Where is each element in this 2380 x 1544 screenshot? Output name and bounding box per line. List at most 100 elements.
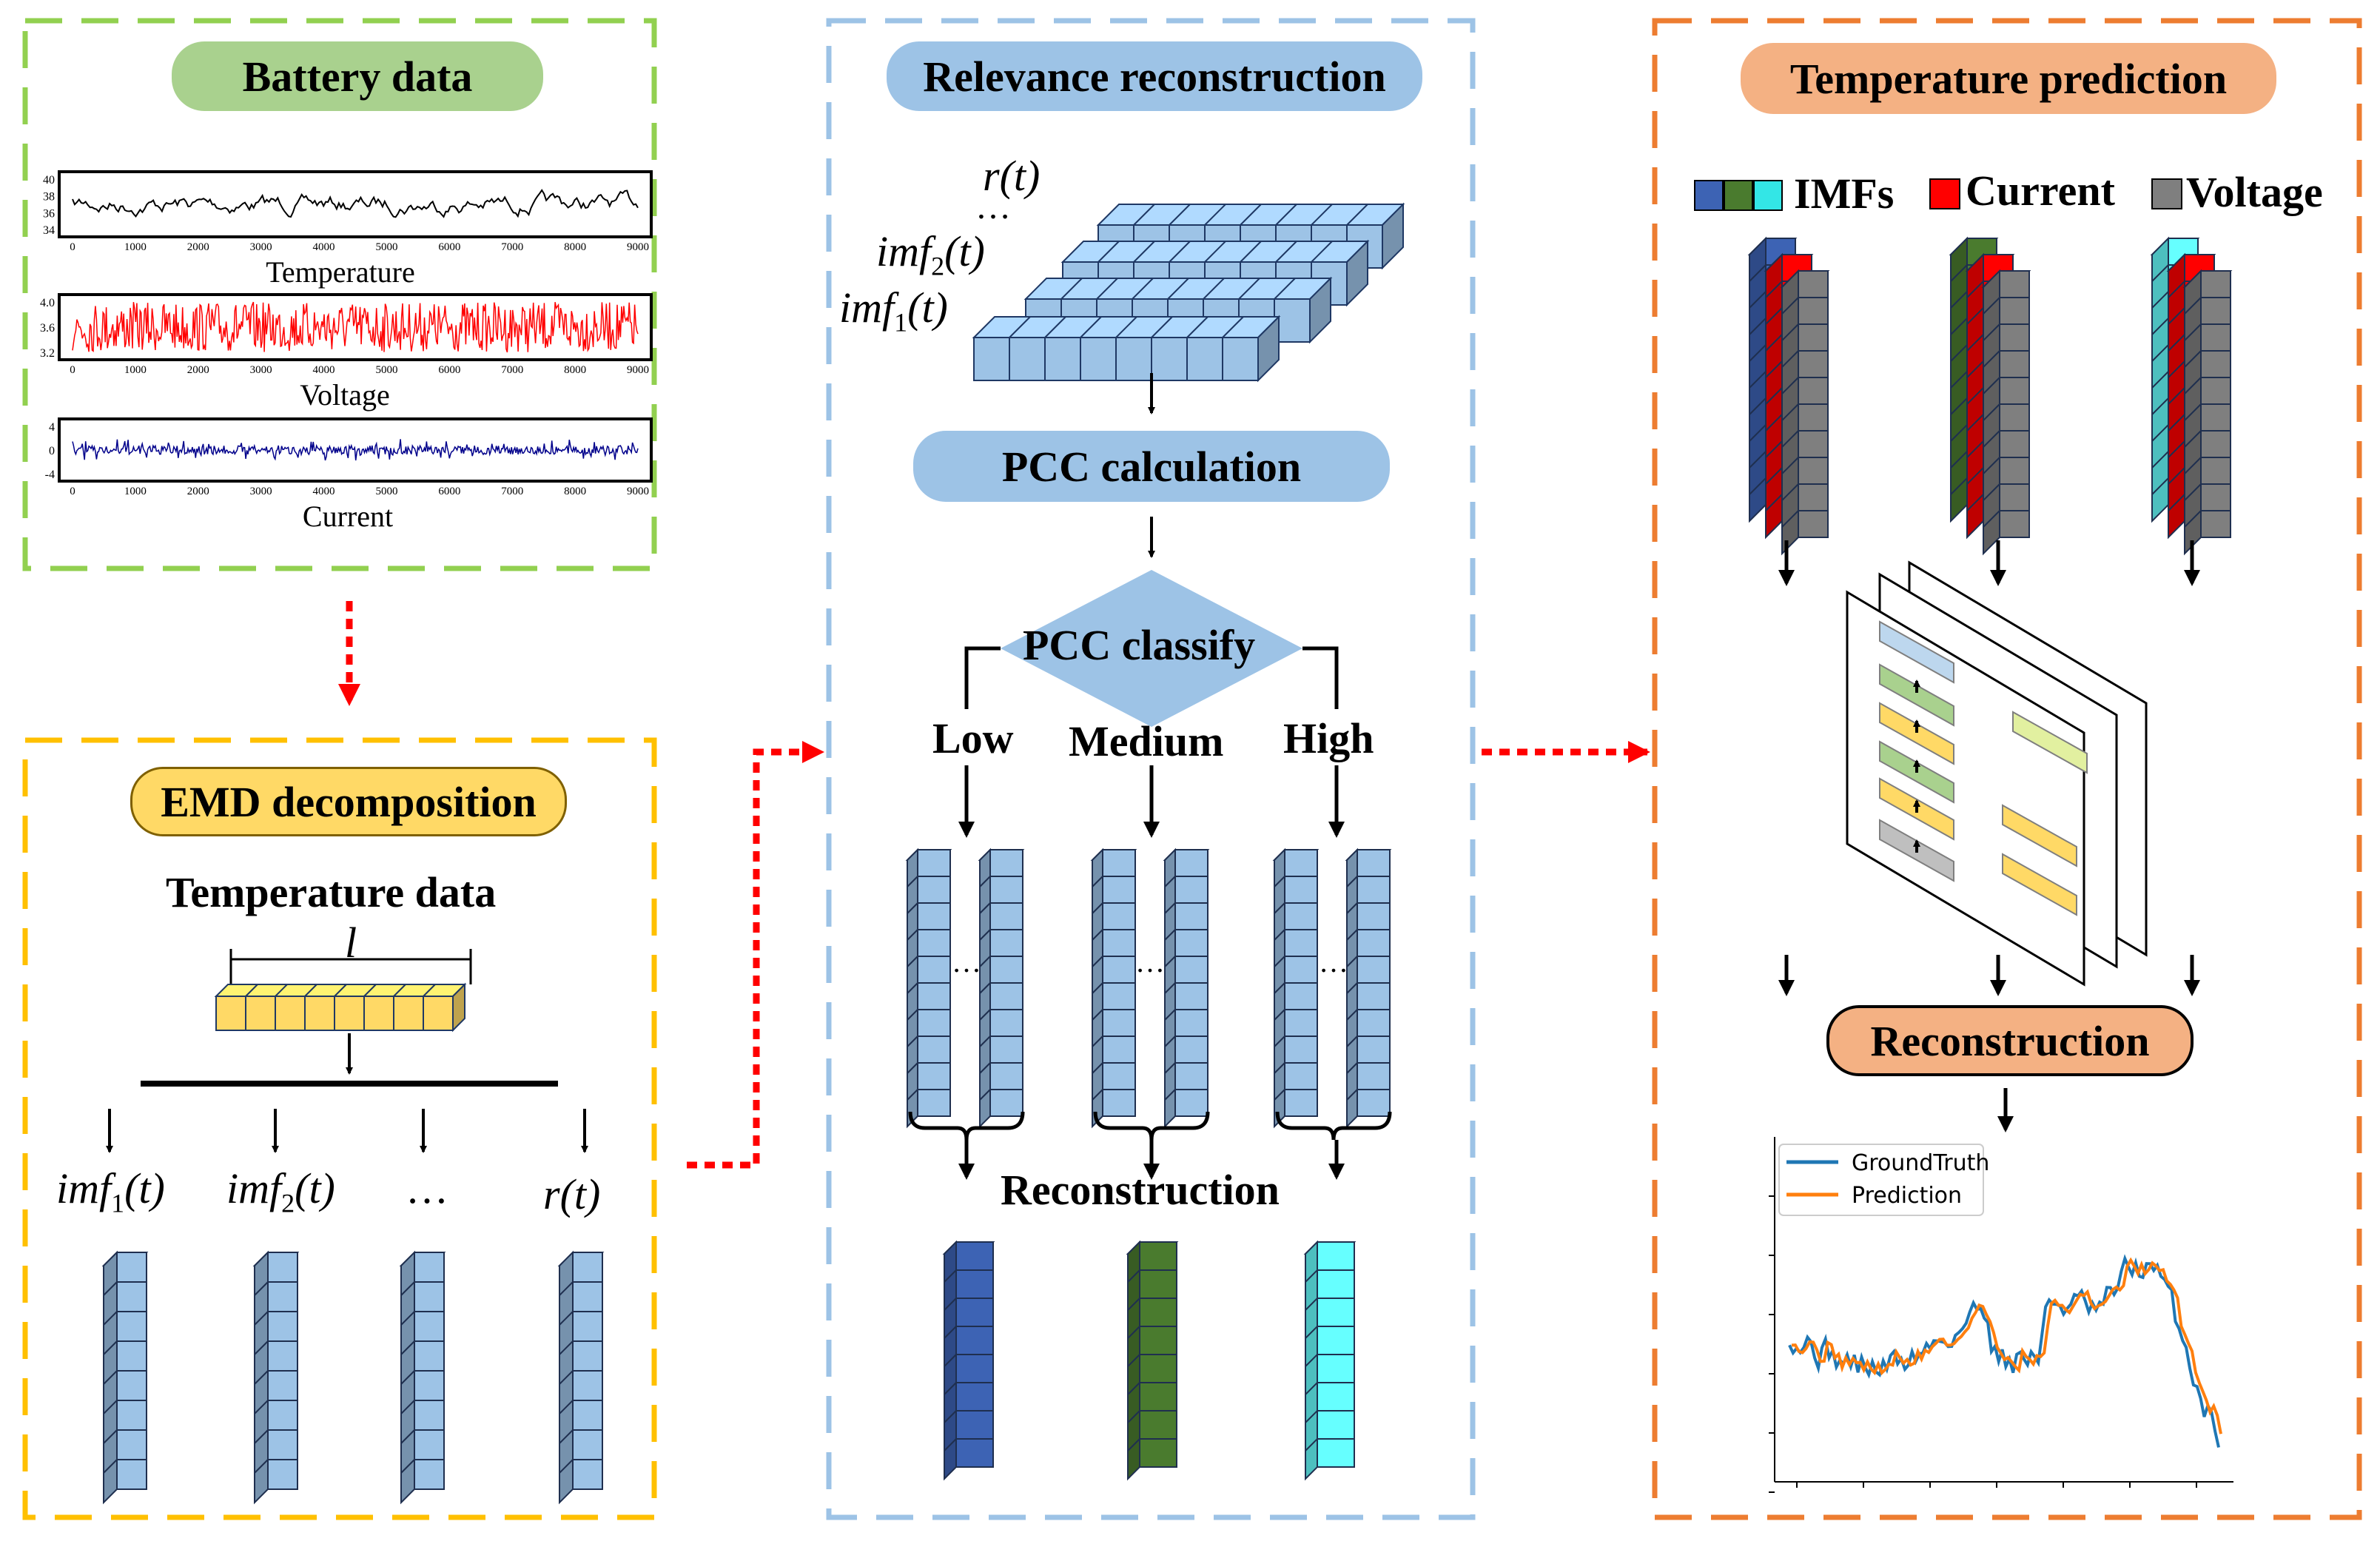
ellipsis-low: …: [952, 945, 981, 979]
emd-component-bar-3-side-divider: [559, 1340, 574, 1355]
relevance-stack-bar-2-top-divider: [1132, 278, 1154, 300]
input-current-column-2-side-divider: [2168, 387, 2185, 405]
emd-component-bar-0-side-divider: [103, 1311, 118, 1326]
reconstructed-bar-imf1-side-divider: [944, 1382, 957, 1395]
emd-component-bar-2-side-divider: [400, 1311, 415, 1326]
emd-comp2-base: imf: [226, 1164, 282, 1212]
input-current-column-2-side-divider: [2168, 281, 2185, 298]
emd-component-label-1: imf1(t): [56, 1164, 165, 1219]
class-group-0-right-side-divider: [979, 1009, 991, 1021]
signal-chart-ytick: 3.6: [40, 322, 55, 335]
emd-graphics-group: [101, 949, 605, 1505]
emd-component-bar-0-side-divider: [103, 1340, 118, 1355]
relevance-stack-bar-1-top-divider: [1240, 241, 1262, 263]
input-current-column-2-side-divider: [2168, 494, 2185, 511]
relevance-stack-bar-3-top-divider: [1044, 316, 1066, 338]
input-imf-column-1-side-divider: [1950, 371, 1968, 389]
input-current-column-0-side-divider: [1765, 334, 1783, 352]
pcc-classify-label: PCC classify: [1023, 621, 1256, 669]
emd-component-bar-1-side-divider: [254, 1459, 269, 1474]
signal-chart-xtick: 7000: [501, 241, 523, 253]
input-voltage-column-0-side-divider: [1781, 377, 1799, 395]
class-group-1-right-side-divider: [1164, 1089, 1176, 1101]
signal-chart-xtick: 6000: [438, 241, 460, 253]
signal-chart-xtick: 7000: [501, 486, 523, 497]
model-block-2: [1879, 702, 1954, 765]
input-current-column-0-side-divider: [1765, 414, 1783, 432]
class-low-label: Low: [932, 714, 1014, 762]
reconstructed-bar-imf1-side-divider: [944, 1410, 957, 1423]
reconstructed-bar-imf2-side-divider: [1127, 1382, 1140, 1395]
signal-chart-ytick: 36: [43, 207, 55, 220]
class-group-0-left-side-divider: [907, 1036, 918, 1047]
input-current-column-2-side-divider: [2168, 440, 2185, 458]
temperature-data-bar-top-divider: [393, 984, 406, 997]
stack-imf2-base: imf: [876, 227, 932, 275]
relevance-stack-bar-1-top-divider: [1204, 241, 1226, 263]
input-voltage-column-0-side-divider: [1781, 403, 1799, 421]
emd-component-bar-1-side-divider: [254, 1311, 269, 1326]
signal-chart-xtick: 5000: [375, 364, 397, 376]
relevance-stack-bar-0-top-divider: [1240, 204, 1262, 226]
class-group-0-left-side-divider: [907, 1009, 918, 1021]
signal-chart-xtick: 1000: [124, 241, 147, 253]
class-group-0-right-side-divider: [979, 982, 991, 994]
class-group-1-left-side-divider: [1092, 982, 1103, 994]
input-imf-column-0-side-divider: [1749, 291, 1766, 309]
length-label: l: [345, 919, 357, 967]
signal-chart-xtick: 4000: [313, 364, 335, 376]
input-imf-column-1-side-divider: [1950, 477, 1968, 495]
signal-chart-xtick: 4000: [313, 241, 335, 253]
input-current-column-2-side-divider: [2168, 360, 2185, 378]
signal-chart-xtick: 7000: [501, 364, 523, 376]
input-voltage-column-0-side-divider: [1781, 457, 1799, 474]
class-group-0-right-side-divider: [979, 1062, 991, 1074]
relevance-stack-bar-2-top-divider: [1167, 278, 1189, 300]
relevance-stack-bar-0-top-divider: [1133, 204, 1155, 226]
input-voltage-column-1-side-divider: [1983, 510, 2000, 528]
class-group-2-right-side-divider: [1346, 902, 1358, 914]
input-current-column-1-side-divider: [1966, 307, 1984, 325]
relevance-stack-bar-2-top-divider: [1060, 278, 1083, 300]
relevance-stack-bar-1-top-divider: [1097, 241, 1120, 263]
relevance-stack-bar-3-top-divider: [1151, 316, 1173, 338]
relevance-stack-bar-0-top-divider: [1204, 204, 1226, 226]
relevance-stack-bar-3-top-divider: [1009, 316, 1031, 338]
emd-comp4-arg: (t): [559, 1170, 601, 1218]
input-voltage-column-1-side-divider: [1983, 483, 2000, 501]
emd-component-bar-3-side-divider: [559, 1459, 574, 1474]
input-current-column-2-side-divider: [2168, 414, 2185, 432]
signal-chart-xtick: 8000: [564, 241, 586, 253]
stack-imf2-arg: (t): [944, 227, 985, 275]
reconstructed-bar-imf2-side-divider: [1127, 1438, 1140, 1451]
input-voltage-column-1-side-divider: [1983, 430, 2000, 448]
emd-component-bar-0-side-divider: [103, 1370, 118, 1385]
chart-label-temperature: Temperature: [266, 255, 415, 289]
temperature-data-label: Temperature data: [166, 868, 497, 916]
signal-chart-ytick: 0: [49, 445, 55, 457]
input-current-column-0-side-divider: [1765, 281, 1783, 298]
class-group-2-left-side-divider: [1274, 1009, 1285, 1021]
input-current-column-0-side-divider: [1765, 360, 1783, 378]
relevance-stack-bar-3-top-divider: [1222, 316, 1244, 338]
class-group-2-left-side-divider: [1274, 902, 1285, 914]
relevance-stack-bar-1-top-divider: [1311, 241, 1333, 263]
class-group-1-left-side-divider: [1092, 956, 1103, 967]
model-block-0: [1879, 620, 1954, 684]
input-voltage-column-2-side-divider: [2184, 403, 2202, 421]
legend-imfs-swatch-0: [1694, 180, 1724, 211]
model-block-1: [1879, 663, 1954, 727]
emd-component-bar-3-side-divider: [559, 1400, 574, 1414]
input-current-column-1-side-divider: [1966, 414, 1984, 432]
stack-label-imf2: imf2(t): [876, 226, 985, 282]
signal-chart-xtick: 8000: [564, 364, 586, 376]
signal-chart-ytick: 4: [49, 421, 55, 434]
class-group-0-left-side-divider: [907, 902, 918, 914]
class-group-1-right-side-divider: [1164, 1062, 1176, 1074]
relevance-graphics-group: [905, 202, 1405, 1481]
ellipsis-high: …: [1319, 945, 1348, 979]
emd-component-bar-0-side-divider: [103, 1400, 118, 1414]
stack-imf1-base: imf: [839, 283, 895, 332]
input-voltage-column-2-side-divider: [2184, 483, 2202, 501]
emd-component-bar-2-side-divider: [400, 1281, 415, 1296]
